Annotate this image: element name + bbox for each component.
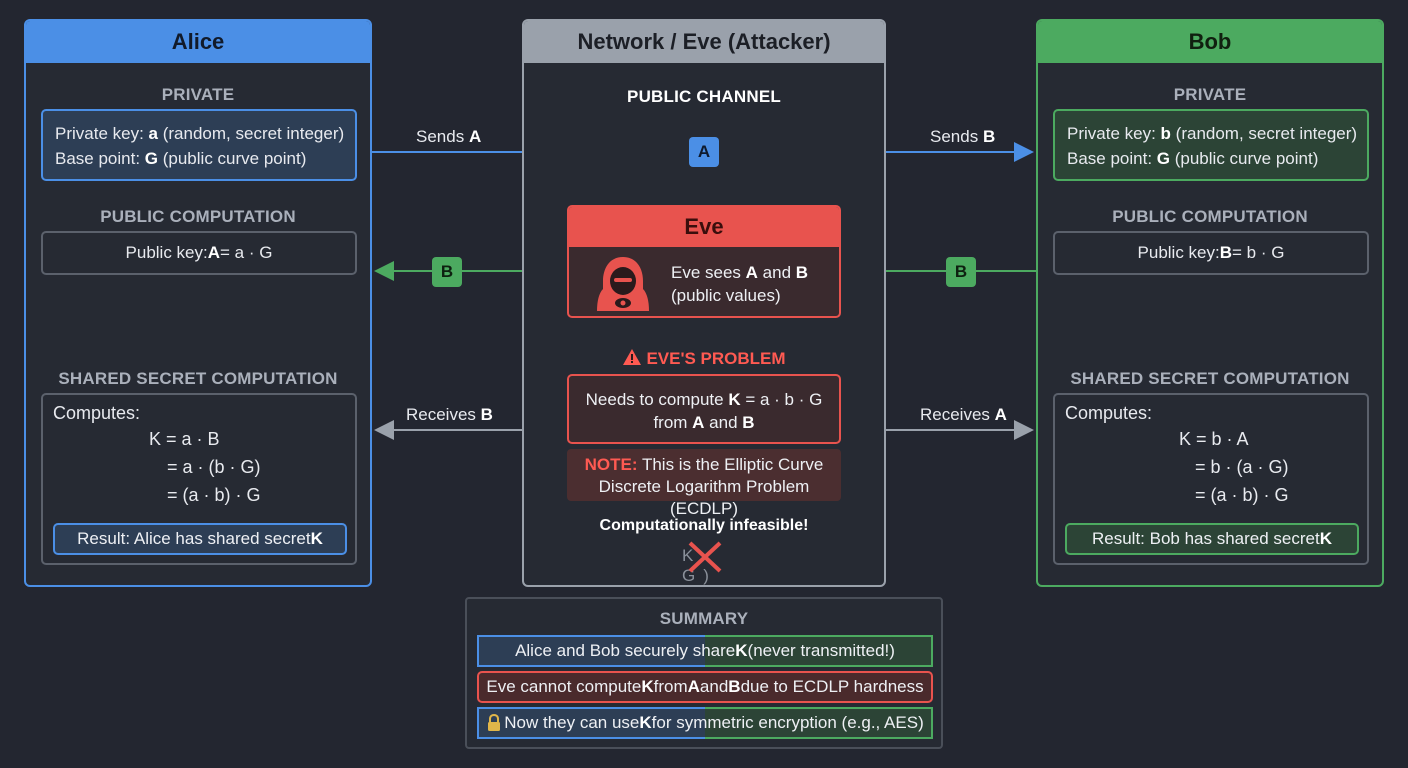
bob-computes-label: Computes: — [1065, 403, 1153, 423]
bob-panel: Bob PRIVATE Private key: b (random, secr… — [1036, 19, 1384, 587]
badge-b-right: B — [946, 257, 976, 287]
network-title: Network / Eve (Attacker) — [524, 21, 884, 63]
summary-title: SUMMARY — [659, 609, 749, 628]
summary-item-eve: Eve cannot compute K from A and B due to… — [477, 671, 933, 703]
badge-a: A — [689, 137, 719, 167]
summary-panel: SUMMARY Alice and Bob securely share K (… — [465, 597, 943, 749]
badge-b-left: B — [432, 257, 462, 287]
alice-eq1: K = a · B — [149, 429, 220, 449]
bob-private-title: PRIVATE — [1173, 85, 1247, 104]
eve-problem-box: Needs to compute K = a · b · G from A an… — [567, 374, 841, 444]
bob-shared-title: SHARED SECRET COMPUTATION — [1070, 369, 1350, 388]
alice-private-title: PRIVATE — [161, 85, 235, 104]
eves-problem-title: EVE'S PROBLEM — [567, 348, 841, 369]
cross-icon — [688, 541, 722, 573]
summary-item-shared: Alice and Bob securely share K (never tr… — [477, 635, 933, 667]
crossed-key-mark: K G) — [674, 541, 738, 585]
receives-b-label: Receives B — [406, 405, 493, 424]
alice-title: Alice — [26, 21, 370, 63]
bob-shared-box: Computes: K = b · A = b · (a · G) = (a ·… — [1053, 393, 1369, 565]
alice-private-box: Private key: a (random, secret integer) … — [41, 109, 357, 181]
eve-box: Eve Eve sees A and B (public values) — [567, 205, 841, 318]
bob-eq3: = (a · b) · G — [1195, 485, 1289, 505]
ecdlp-note: NOTE: This is the Elliptic Curve Discret… — [567, 449, 841, 518]
alice-shared-title: SHARED SECRET COMPUTATION — [58, 369, 338, 388]
bob-title: Bob — [1038, 21, 1382, 63]
infeasible-text: Computationally infeasible! — [599, 517, 809, 534]
alice-eq2: = a · (b · G) — [167, 457, 261, 477]
alice-public-title: PUBLIC COMPUTATION — [100, 207, 296, 226]
bob-public-title: PUBLIC COMPUTATION — [1112, 207, 1308, 226]
bob-eq1: K = b · A — [1179, 429, 1249, 449]
public-channel-title: PUBLIC CHANNEL — [627, 87, 781, 106]
eve-title: Eve — [569, 207, 839, 247]
alice-result: Result: Alice has shared secret K — [53, 523, 347, 555]
alice-eq3: = (a · b) · G — [167, 485, 261, 505]
alice-shared-box: Computes: K = a · B = a · (b · G) = (a ·… — [41, 393, 357, 565]
bob-eq2: = b · (a · G) — [1195, 457, 1289, 477]
lock-icon — [488, 714, 501, 731]
warning-icon — [623, 349, 642, 365]
alice-panel: Alice PRIVATE Private key: a (random, se… — [24, 19, 372, 587]
alice-computes-label: Computes: — [53, 403, 141, 423]
sends-b-label: Sends B — [930, 127, 996, 146]
summary-item-encryption: Now they can use K for symmetric encrypt… — [477, 707, 933, 739]
receives-a-label: Receives A — [920, 405, 1007, 424]
hacker-icon — [597, 257, 649, 311]
sends-a-label: Sends A — [416, 127, 482, 146]
eve-sees-text: Eve sees A and B (public values) — [671, 263, 809, 305]
bob-result: Result: Bob has shared secret K — [1065, 523, 1359, 555]
crossed-text: K G) — [682, 546, 717, 585]
alice-public-key-box: Public key: A = a · G — [41, 231, 357, 275]
bob-private-box: Private key: b (random, secret integer) … — [1053, 109, 1369, 181]
bob-public-key-box: Public key: B = b · G — [1053, 231, 1369, 275]
